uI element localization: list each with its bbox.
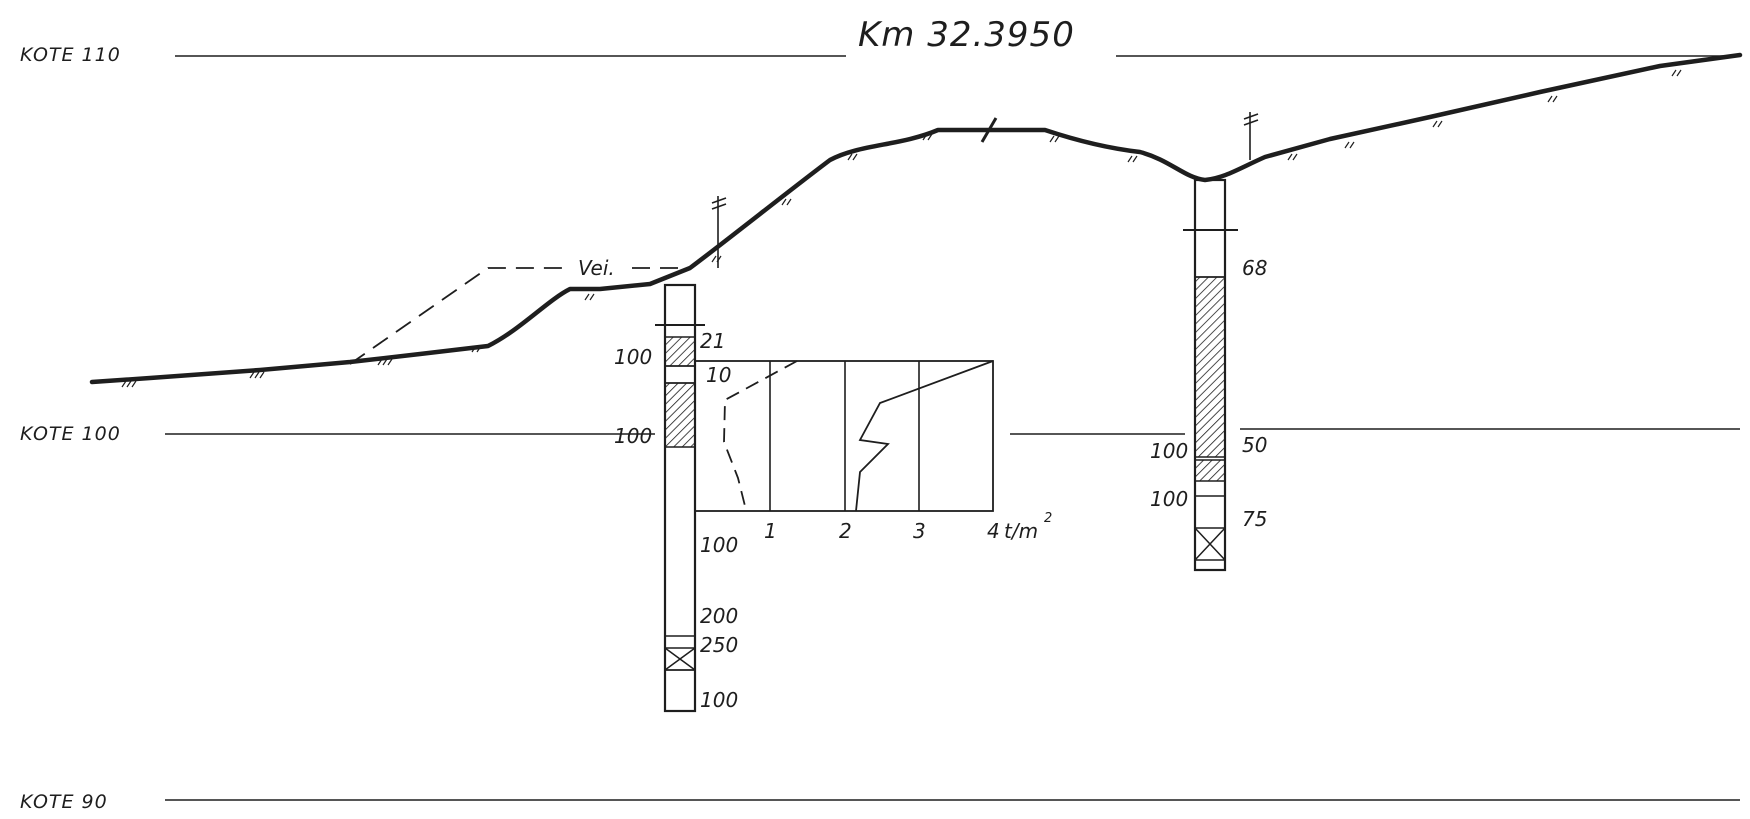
borehole-left-layer-1 xyxy=(664,336,696,367)
borehole-right-label-50: 50 xyxy=(1242,433,1267,457)
borehole-right-label-68: 68 xyxy=(1242,256,1267,280)
borehole-right-labels: 68 100 50 100 75 xyxy=(1150,256,1267,531)
borehole-right xyxy=(1183,178,1238,572)
terrain-profile xyxy=(89,52,1743,385)
borehole-right-label-75: 75 xyxy=(1242,507,1267,531)
strength-tick-1: 1 xyxy=(764,519,777,543)
strength-tick-4: 4 xyxy=(987,519,1000,543)
borehole-right-label-100-b: 100 xyxy=(1150,487,1188,511)
elevation-line-100: KOTE 100 xyxy=(20,423,1740,445)
ridge-mark xyxy=(980,117,998,143)
borehole-left-label-250: 250 xyxy=(700,633,738,657)
strength-unit-superscript: 2 xyxy=(1044,511,1052,526)
elevation-line-90: KOTE 90 xyxy=(20,791,1740,813)
strength-plot-frame xyxy=(694,360,994,512)
strength-tick-3: 3 xyxy=(913,519,926,543)
road-dashed-line xyxy=(349,267,570,365)
strength-curve-dashed xyxy=(723,360,798,511)
borehole-right-layer-2 xyxy=(1194,459,1226,482)
borehole-left-label-200: 200 xyxy=(700,604,738,628)
survey-marker-left xyxy=(711,196,727,268)
borehole-left-label-100-b: 100 xyxy=(614,424,652,448)
borehole-left-label-100-c: 100 xyxy=(700,533,738,557)
borehole-right-layer-1 xyxy=(1194,276,1226,458)
road-label: Vei. xyxy=(578,256,615,280)
borehole-left-label-10: 10 xyxy=(706,363,731,387)
strength-curve-solid xyxy=(855,360,994,512)
borehole-left xyxy=(655,283,705,713)
borehole-left-label-100-d: 100 xyxy=(700,688,738,712)
borehole-left-labels: 21 100 10 100 100 200 250 100 xyxy=(614,329,738,712)
terrain-hatch-ticks xyxy=(121,69,1682,388)
borehole-left-layer-2 xyxy=(664,382,696,448)
strength-unit: t/m xyxy=(1004,519,1038,543)
elevation-label-110: KOTE 110 xyxy=(20,44,121,66)
strength-tick-2: 2 xyxy=(839,519,852,543)
borehole-right-label-100-a: 100 xyxy=(1150,439,1188,463)
elevation-label-90: KOTE 90 xyxy=(20,791,108,813)
elevation-label-100: KOTE 100 xyxy=(20,423,121,445)
elevation-line-110: KOTE 110 xyxy=(20,44,1740,66)
survey-marker-right xyxy=(1243,112,1259,160)
borehole-left-label-21: 21 xyxy=(700,329,725,353)
section-title: Km 32.3950 xyxy=(858,15,1075,55)
borehole-left-label-100-a: 100 xyxy=(614,345,652,369)
strength-plot: 1 2 3 4 t/m 2 xyxy=(694,360,1052,543)
borehole-right-cross-symbol xyxy=(1194,527,1226,561)
